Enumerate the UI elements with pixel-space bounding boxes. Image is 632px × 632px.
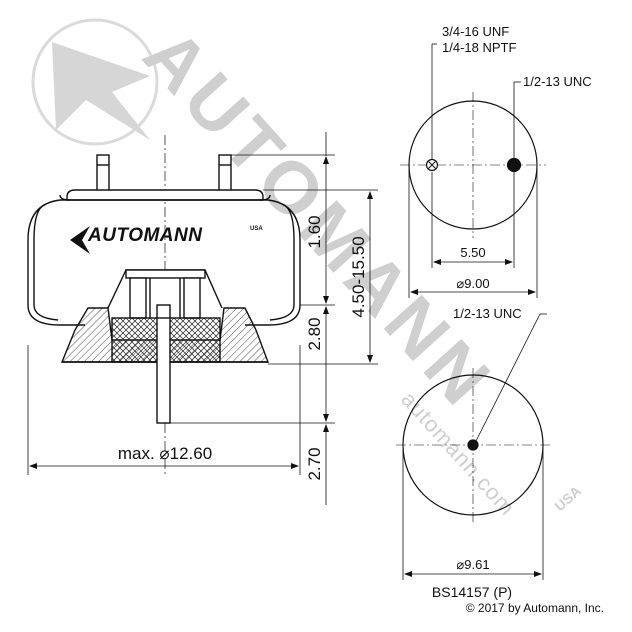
top-view	[400, 43, 546, 298]
dim-label-upper: 1.60	[305, 215, 324, 248]
top-stud-left	[96, 154, 110, 196]
logo-text: AUTOMANN	[87, 225, 203, 246]
bead-plate	[66, 189, 264, 201]
air-spring-side-view	[27, 135, 301, 475]
bottom-stud	[156, 304, 171, 424]
copyright-notice: © 2017 by Automann, Inc.	[466, 601, 604, 615]
automann-logo: AUTOMANN USA	[70, 225, 263, 254]
logo-suffix: USA	[250, 226, 263, 232]
air-fitting-icon	[425, 158, 439, 172]
watermark-suffix: USA	[551, 483, 584, 515]
dim-label-top-diameter: ⌀9.00	[456, 276, 489, 291]
top-stud-hole	[506, 157, 522, 173]
thread-note-line2: 1/4-18 NPTF	[442, 40, 516, 55]
dim-label-spacing: 5.50	[460, 245, 485, 260]
bottom-view	[396, 313, 550, 580]
dim-label-bottom-diameter: ⌀9.61	[456, 557, 489, 572]
watermark: AUTOMANN automann.com USA	[31, 13, 584, 520]
top-stud-right	[218, 154, 232, 196]
bottom-stud-note: 1/2-13 UNC	[453, 306, 522, 321]
dim-label-range: 4.50-15.50	[349, 236, 368, 317]
top-stud-note: 1/2-13 UNC	[523, 74, 592, 89]
dim-label-max-width: max. ⌀12.60	[118, 444, 212, 463]
part-number: BS14157 (P)	[432, 584, 512, 600]
bottom-stud-hole	[467, 439, 479, 451]
side-view-dimensions	[27, 132, 378, 505]
watermark-emblem	[31, 18, 159, 146]
dim-label-middle: 2.80	[305, 317, 324, 350]
thread-note-line1: 3/4-16 UNF	[442, 24, 509, 39]
dim-label-lower: 2.70	[305, 447, 324, 480]
